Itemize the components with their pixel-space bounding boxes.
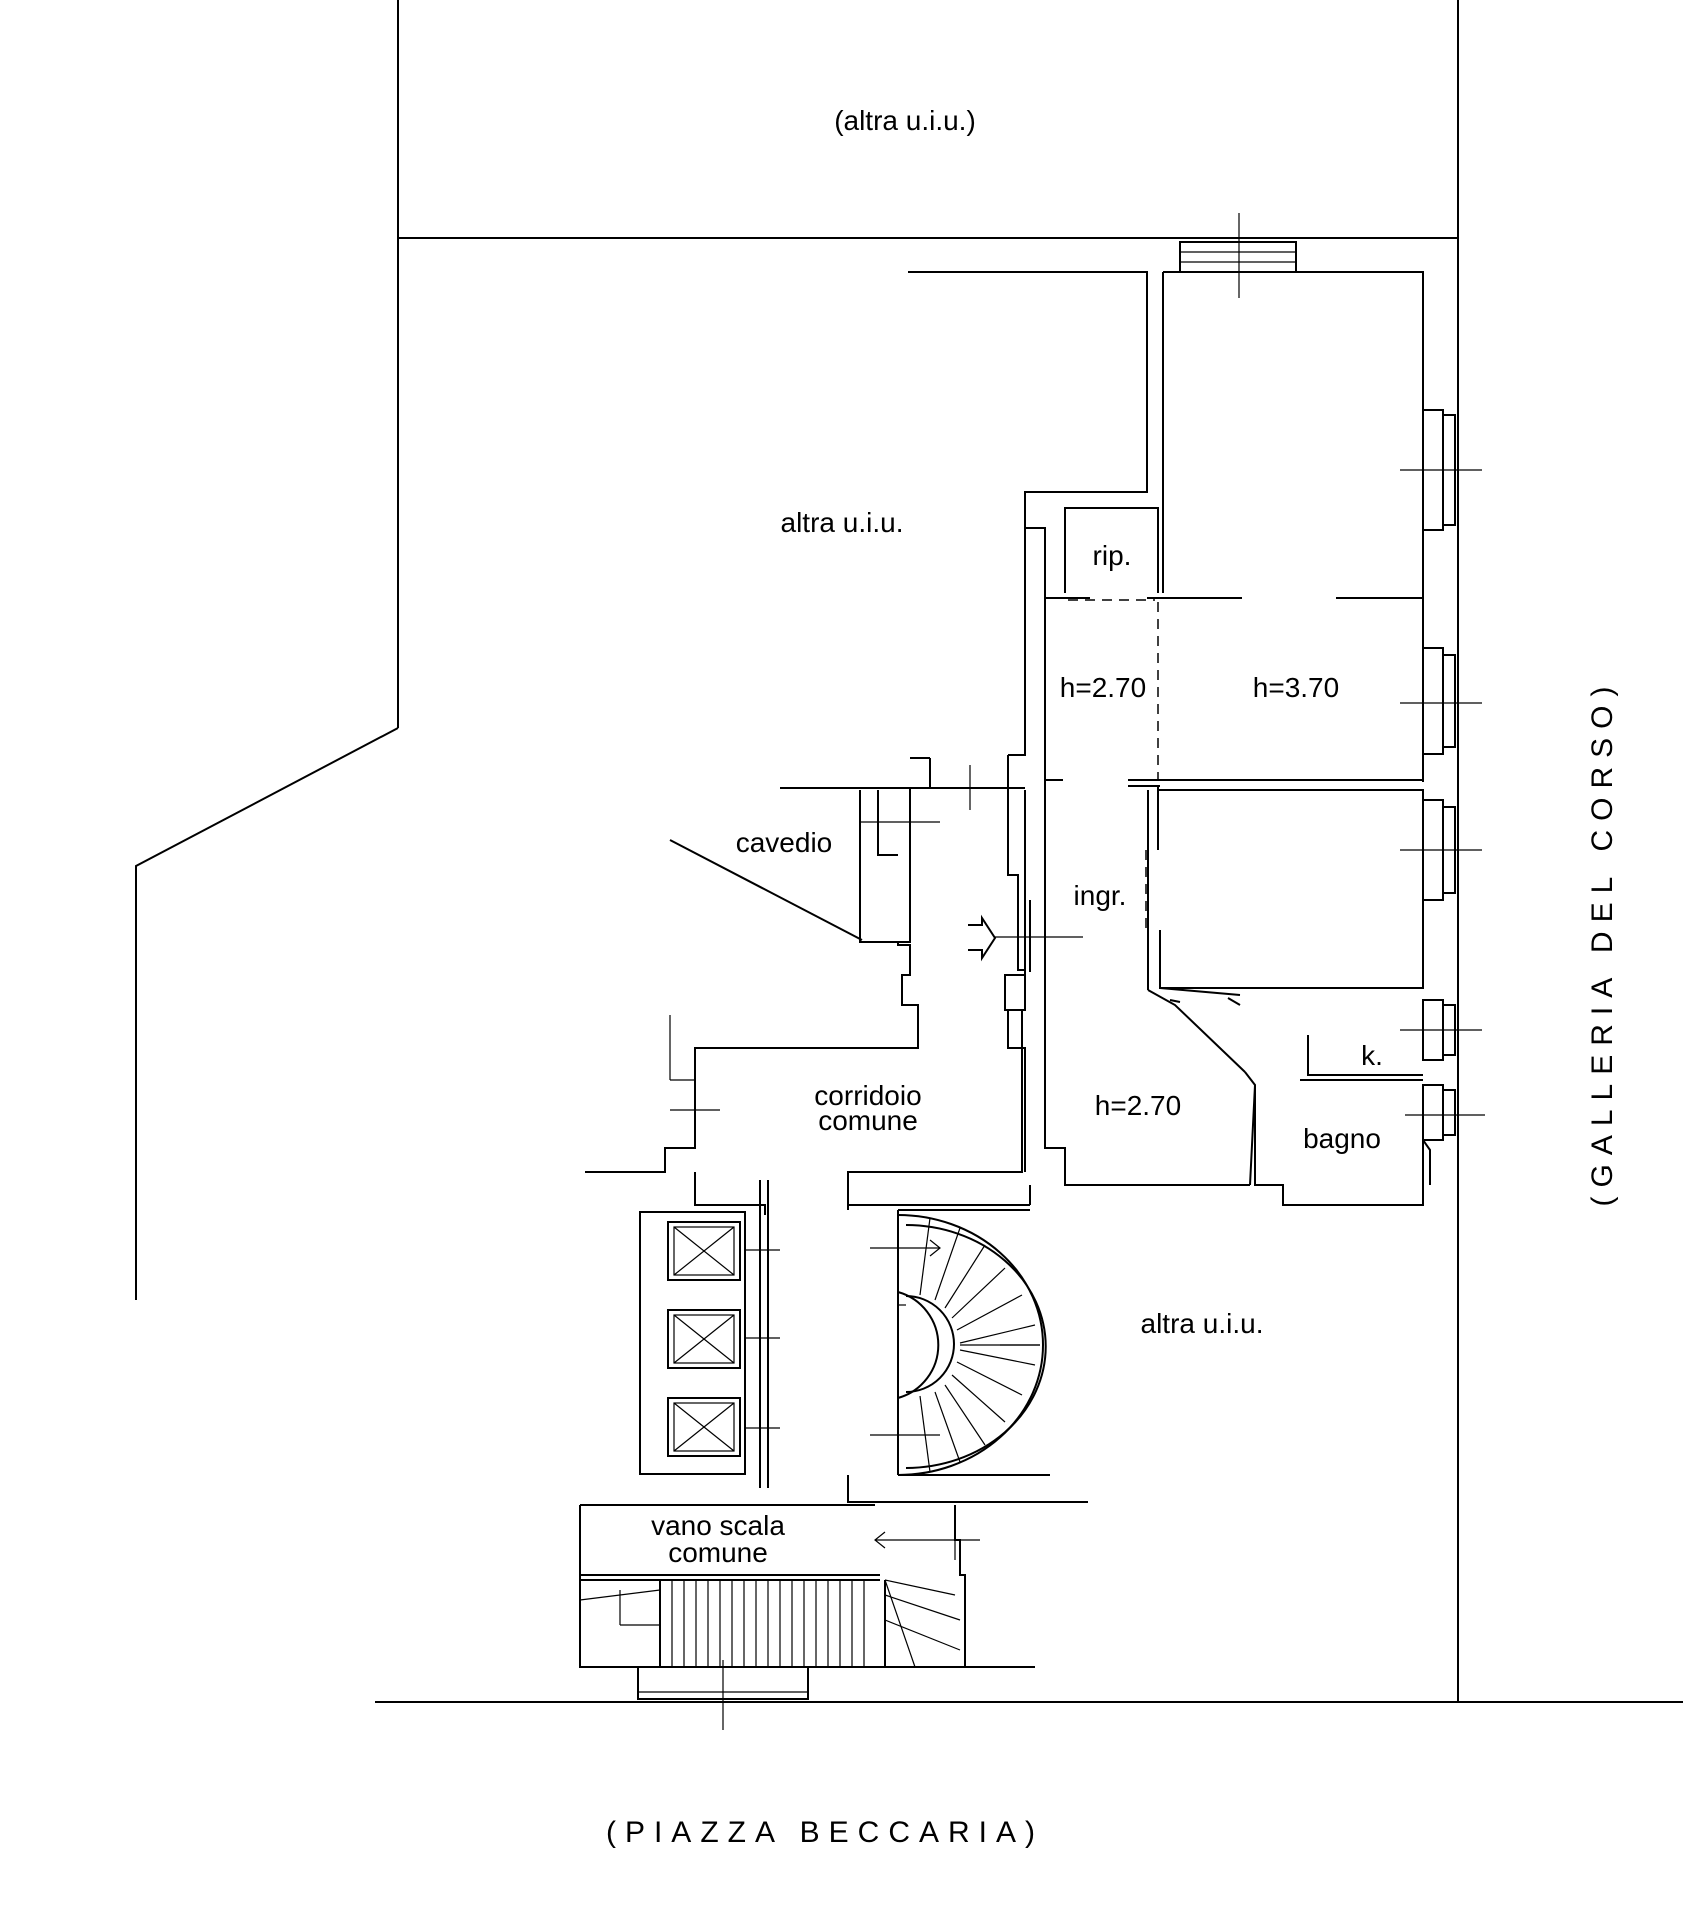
other-unit-top-label: (altra u.i.u.) bbox=[834, 105, 976, 136]
entrance-label: ingr. bbox=[1074, 880, 1127, 911]
street-right-label: (GALLERIA DEL CORSO) bbox=[1586, 678, 1619, 1207]
lift-shafts bbox=[667, 1221, 780, 1457]
common-corridor-label-line2: comune bbox=[818, 1105, 918, 1136]
corridor-height-label: h=2.70 bbox=[1060, 672, 1146, 703]
main-room-height-label: h=3.70 bbox=[1253, 672, 1339, 703]
bathroom-label: bagno bbox=[1303, 1123, 1381, 1154]
storage-label: rip. bbox=[1093, 540, 1132, 571]
kitchenette-label: k. bbox=[1361, 1040, 1383, 1071]
stairwell-label-line1: vano scala bbox=[651, 1510, 785, 1541]
light-well-label: cavedio bbox=[736, 827, 833, 858]
common-corridor-label-line1: corridoio bbox=[814, 1080, 921, 1111]
straight-staircase bbox=[579, 1505, 1035, 1730]
stairwell-label-line2: comune bbox=[668, 1537, 768, 1568]
lower-room-height-label: h=2.70 bbox=[1095, 1090, 1181, 1121]
spiral-staircase bbox=[847, 1205, 1050, 1476]
other-unit-right-label: altra u.i.u. bbox=[1141, 1308, 1264, 1339]
street-bottom-label: (PIAZZA BECCARIA) bbox=[606, 1816, 1044, 1849]
other-unit-left-label: altra u.i.u. bbox=[781, 507, 904, 538]
wall-lines bbox=[135, 0, 1683, 1730]
